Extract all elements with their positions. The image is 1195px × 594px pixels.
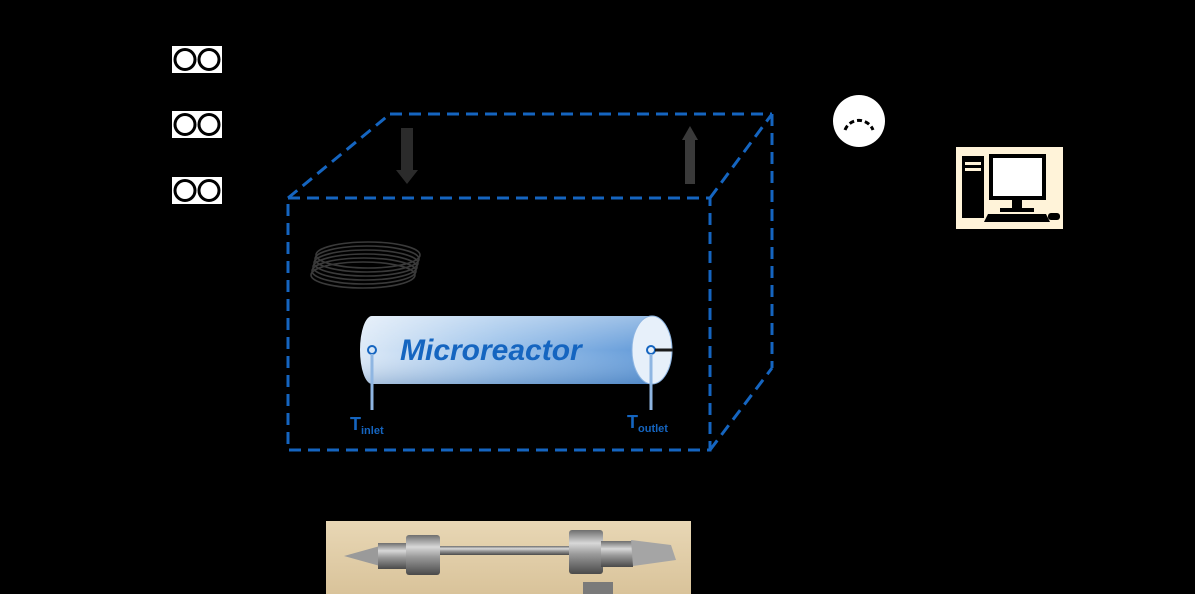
reactor-label: Microreactor xyxy=(400,334,584,367)
pump-icon xyxy=(172,46,222,73)
t-outlet-label: Toutlet xyxy=(627,412,668,435)
thermocouple-outlet xyxy=(646,345,673,410)
oven-enclosure xyxy=(286,112,774,452)
microreactor-tube: Microreactor xyxy=(360,315,673,385)
pressure-gauge-icon xyxy=(833,95,885,147)
pump-icon xyxy=(172,177,222,204)
up-arrow-icon xyxy=(682,126,698,184)
coil-icon xyxy=(310,241,421,289)
thermocouple-inlet xyxy=(367,345,377,410)
computer-icon xyxy=(956,147,1063,229)
pump-icon xyxy=(172,111,222,138)
t-inlet-label: Tinlet xyxy=(350,414,384,437)
microreactor-photo xyxy=(326,521,691,594)
down-arrow-icon xyxy=(396,128,418,184)
